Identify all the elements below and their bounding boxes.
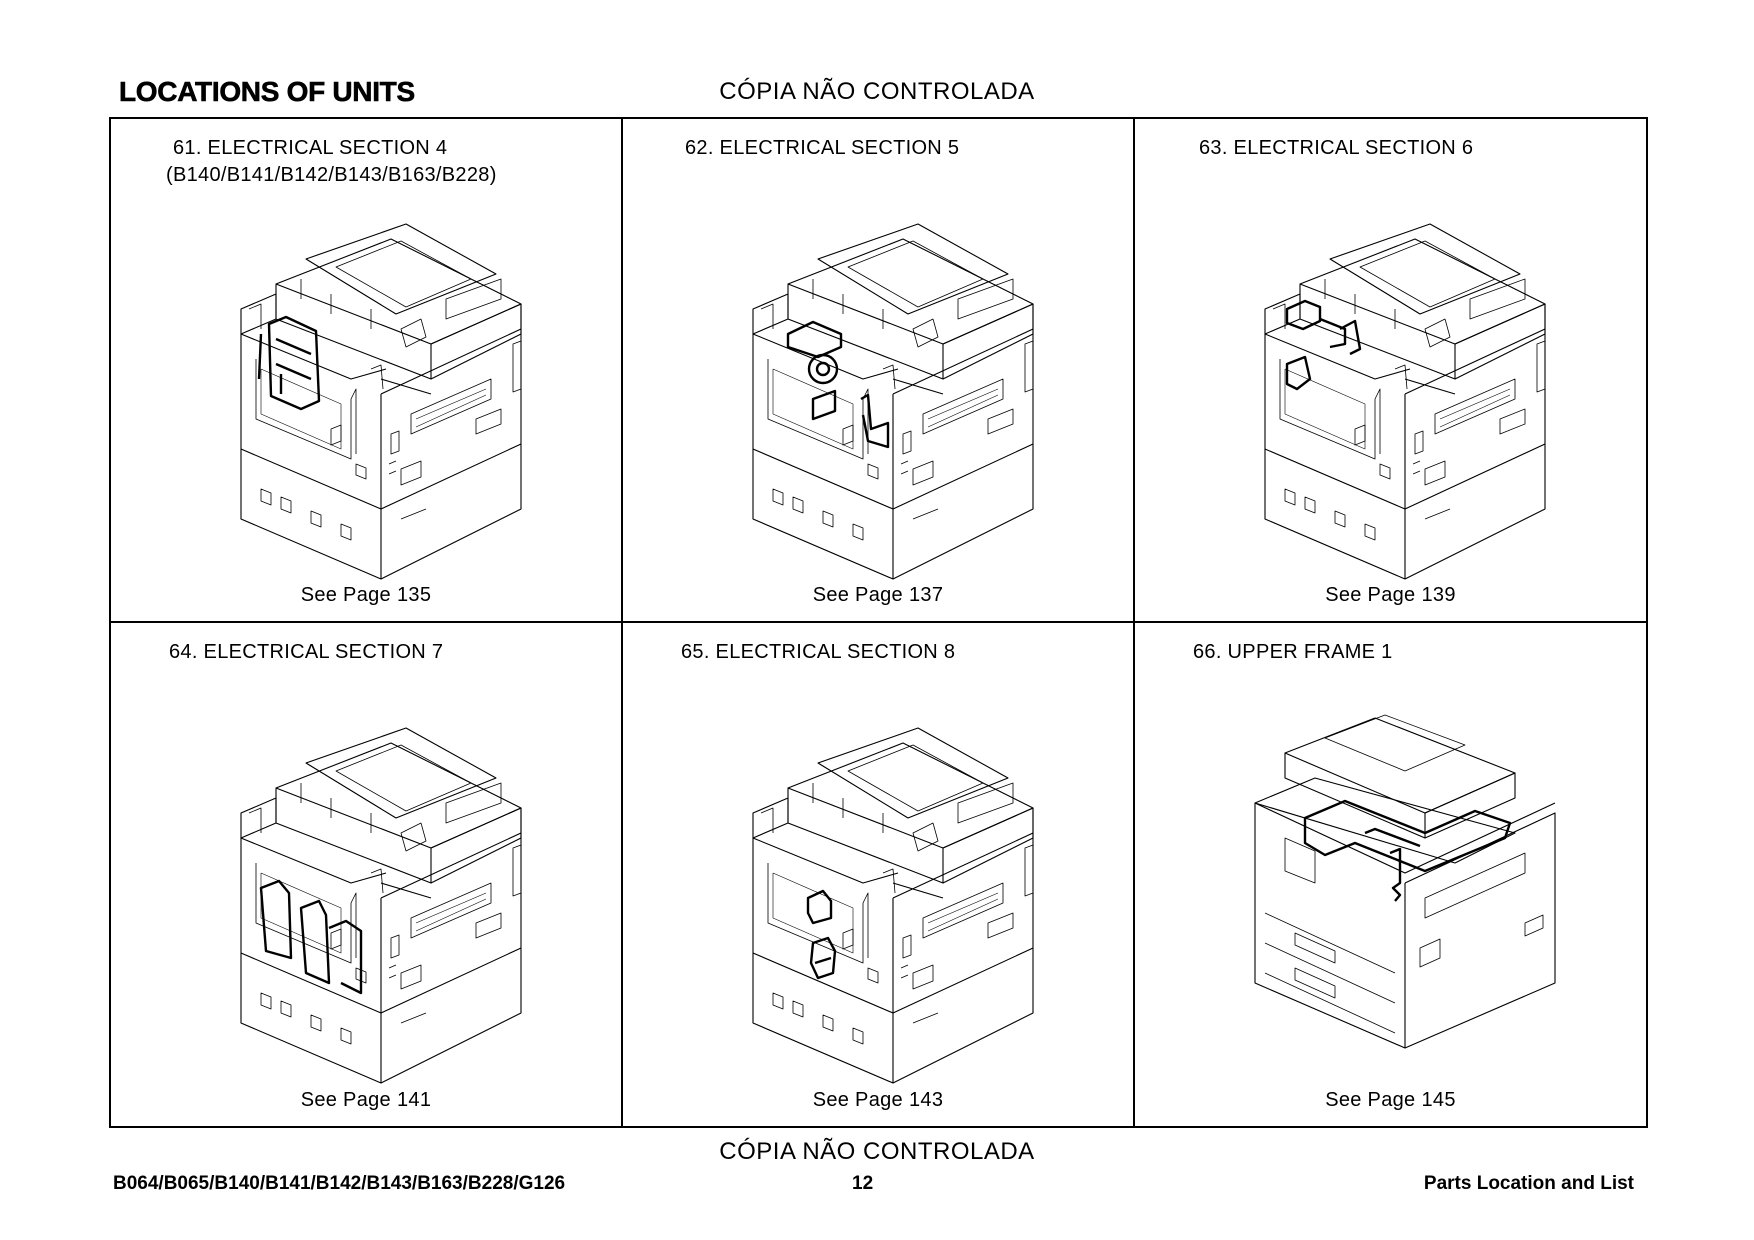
see-page-number: 139	[1421, 584, 1456, 606]
see-page-label: See Page	[812, 1089, 903, 1111]
footer-page-number: 12	[852, 1173, 874, 1194]
copier-illustration	[1225, 179, 1565, 580]
footer-section-title: Parts Location and List	[1423, 1173, 1634, 1194]
unit-title-text: 64. ELECTRICAL SECTION 7	[169, 641, 444, 663]
unit-title-text: 66. UPPER FRAME 1	[1193, 641, 1393, 663]
see-page-label: See Page	[1325, 1089, 1416, 1111]
units-grid: 61. ELECTRICAL SECTION 4 (B140/B141/B142…	[109, 117, 1648, 1128]
page-title: LOCATIONS OF UNITS	[119, 76, 416, 108]
unit-title: 66. UPPER FRAME 1	[1193, 639, 1393, 666]
unit-cell-61: 61. ELECTRICAL SECTION 4 (B140/B141/B142…	[111, 119, 623, 623]
unit-title: 61. ELECTRICAL SECTION 4 (B140/B141/B142…	[166, 135, 497, 189]
watermark-top: CÓPIA NÃO CONTROLADA	[719, 78, 1035, 105]
copier-illustration	[201, 179, 541, 580]
see-page-number: 137	[908, 584, 944, 606]
see-page-number: 141	[396, 1089, 432, 1111]
see-page-label: See Page	[300, 1089, 391, 1111]
see-page-number: 145	[1421, 1089, 1456, 1111]
unit-title: 64. ELECTRICAL SECTION 7	[169, 639, 443, 666]
unit-title: 63. ELECTRICAL SECTION 6	[1199, 135, 1473, 162]
unit-title: 65. ELECTRICAL SECTION 8	[681, 639, 955, 666]
copier-illustration	[713, 179, 1053, 580]
see-page-label: See Page	[1325, 584, 1416, 606]
unit-subtitle: (B140/B141/B142/B143/B163/B228)	[166, 164, 497, 186]
see-page-number: 135	[396, 584, 432, 606]
copier-illustration	[1225, 683, 1565, 1063]
footer-model-list: B064/B065/B140/B141/B142/B143/B163/B228/…	[113, 1173, 566, 1194]
watermark-bottom: CÓPIA NÃO CONTROLADA	[719, 1138, 1035, 1165]
unit-cell-66: 66. UPPER FRAME 1	[1135, 623, 1646, 1126]
unit-title-text: 62. ELECTRICAL SECTION 5	[685, 137, 960, 159]
see-page-label: See Page	[812, 584, 903, 606]
unit-title-text: 63. ELECTRICAL SECTION 6	[1199, 137, 1474, 159]
copier-illustration	[201, 683, 541, 1084]
unit-title-text: 65. ELECTRICAL SECTION 8	[681, 641, 956, 663]
unit-title: 62. ELECTRICAL SECTION 5	[685, 135, 959, 162]
see-page-number: 143	[908, 1089, 944, 1111]
copier-illustration	[713, 683, 1053, 1084]
unit-title-text: 61. ELECTRICAL SECTION 4	[173, 137, 448, 159]
see-page-label: See Page	[300, 584, 391, 606]
